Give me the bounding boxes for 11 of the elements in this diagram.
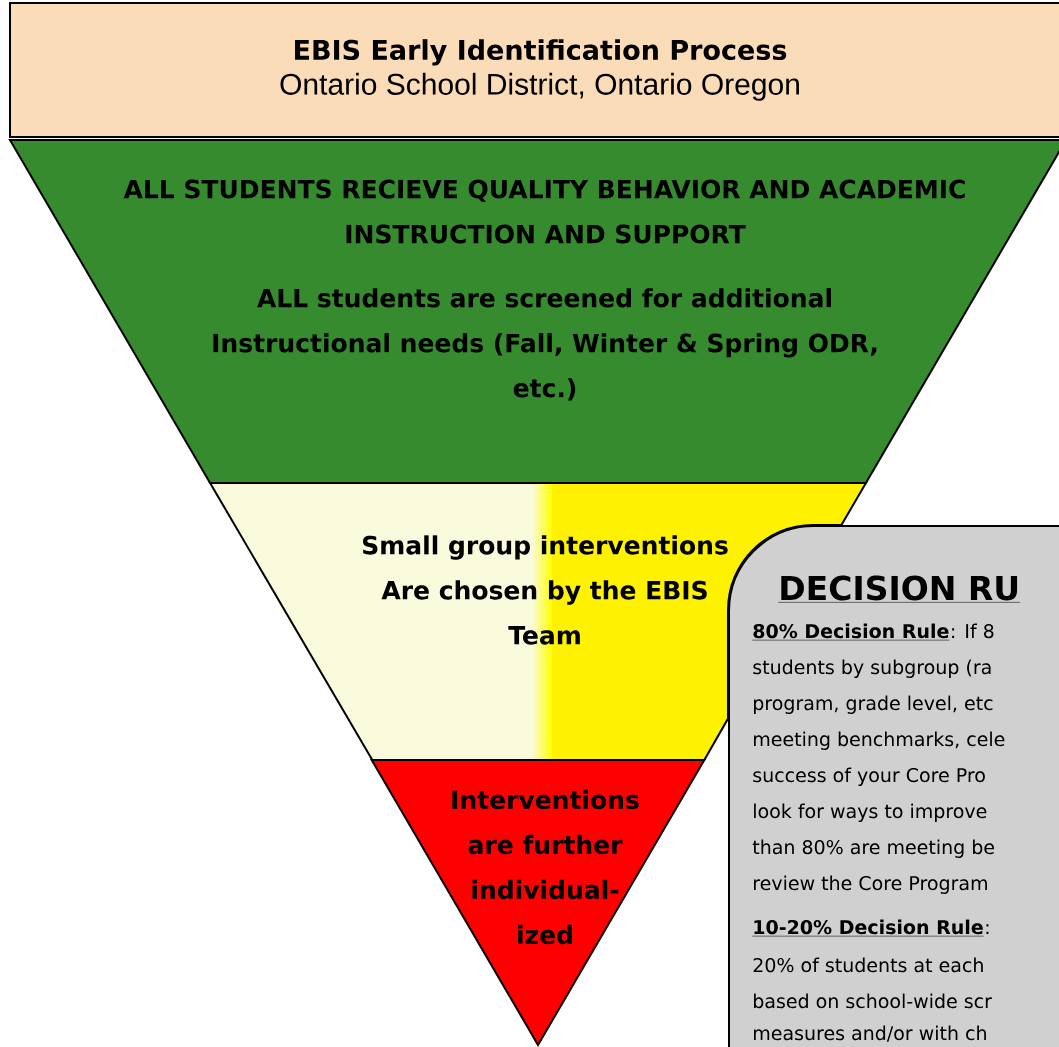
rule-text: : If 8 xyxy=(952,623,994,639)
rule-heading: 10-20% Decision Rule xyxy=(752,919,984,937)
rule-text: 20% of students at each xyxy=(753,957,983,973)
rule-text: measures and/or with ch xyxy=(754,1025,986,1042)
rule-text: : xyxy=(986,924,989,934)
rule-text: review the Core Program xyxy=(754,875,987,894)
rule-text: look for ways to improve xyxy=(754,803,987,822)
rule-text: than 80% are meeting be xyxy=(752,839,994,858)
title-banner: EBIS Early Identification Process Ontario School District, Ontario Oregon xyxy=(9,2,1059,138)
rule-text: based on school-wide scr xyxy=(754,993,992,1009)
rule-text: success of your Core Pro xyxy=(753,767,985,786)
